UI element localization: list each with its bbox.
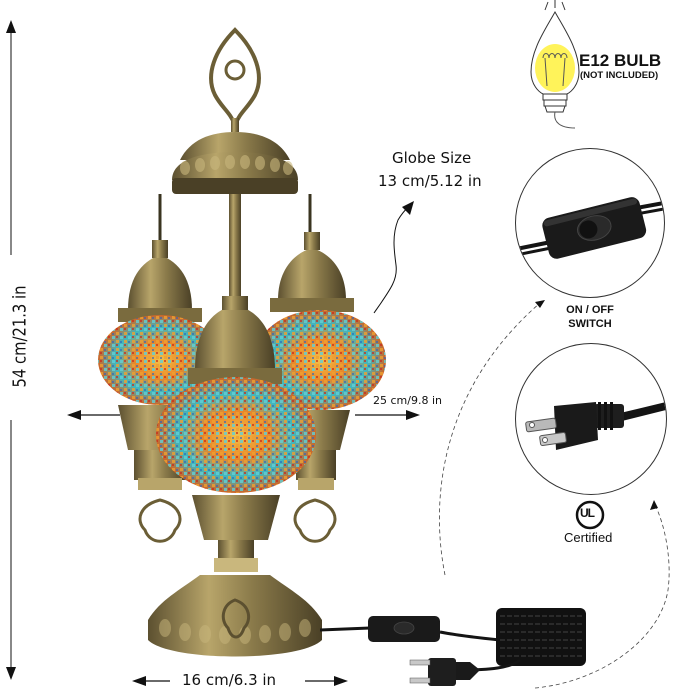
base-dimension-arrow [132, 676, 348, 686]
bulb-note: (NOT INCLUDED) [580, 70, 659, 81]
width-dimension-label: 25 cm/9.8 in [373, 394, 442, 407]
globe-size-title: Globe Size [392, 149, 472, 167]
globe-size-value: 13 cm/5.12 in [378, 172, 482, 190]
switch-label-line1: ON / OFF [566, 304, 614, 316]
bulb-title: E12 BULB [579, 51, 662, 70]
ul-logo-icon [575, 500, 605, 530]
switch-label-line2: SWITCH [568, 318, 612, 330]
height-dimension-arrow [6, 20, 16, 680]
light-bulb-icon [530, 0, 580, 129]
plug-callout-circle [515, 343, 667, 495]
power-plug-icon [525, 402, 666, 450]
switch-label: ON / OFF SWITCH [555, 303, 625, 331]
base-dimension-label: 16 cm/6.3 in [182, 671, 277, 689]
lamp-illustration [98, 27, 386, 657]
toggle-switch-icon [516, 197, 664, 259]
switch-callout-circle [515, 148, 665, 298]
cord-set-illustration [320, 608, 586, 686]
certified-label: Certified [564, 530, 613, 545]
globe-size-arrow [373, 201, 414, 314]
width-dimension-arrow [67, 410, 420, 420]
ul-mark: UL [580, 506, 595, 520]
